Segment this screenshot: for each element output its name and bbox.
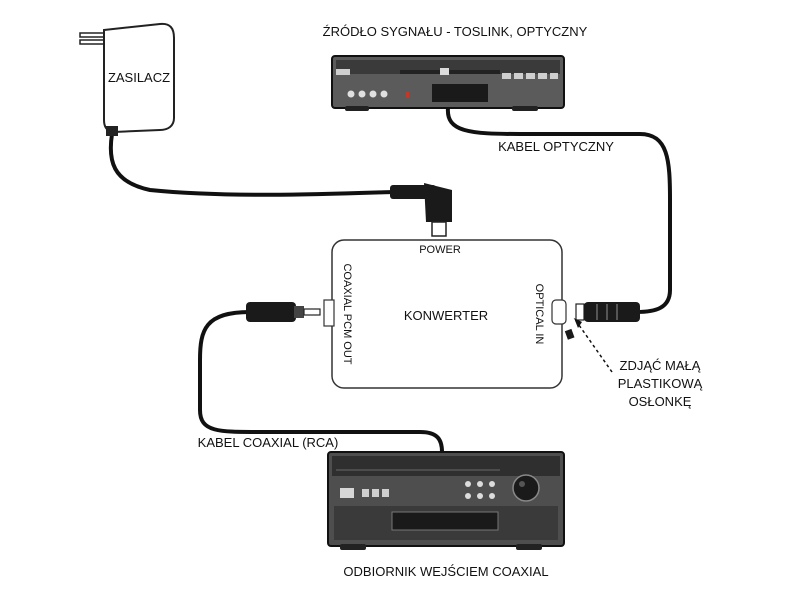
coaxial-port-label: COAXIAL PCM OUT [341,263,353,364]
power-port-label: POWER [419,244,461,256]
converter-box [323,239,567,389]
power-plug [390,183,452,237]
power-cable [108,132,394,197]
converter-label: KONWERTER [404,308,488,323]
power-supply-label: ZASILACZ [108,70,170,85]
rca-plug [246,302,321,322]
signal-source-device [331,55,565,111]
power-supply [79,22,175,136]
coaxial-cable [198,310,444,454]
cap-note-line-2: PLASTIKOWĄ [618,376,703,391]
protective-cap [564,328,575,340]
optical-port-label: OPTICAL IN [533,284,545,345]
optical-cable [445,106,672,314]
cap-note-line-3: OSŁONKĘ [629,394,692,409]
cap-note-line-1: ZDJĄĆ MAŁĄ [620,358,701,373]
coaxial-cable-label: KABEL COAXIAL (RCA) [198,435,339,450]
optical-cable-label: KABEL OPTYCZNY [498,139,614,154]
receiver-device [327,451,565,550]
receiver-label: ODBIORNIK WEJŚCIEM COAXIAL [343,564,548,579]
signal-source-label: ŹRÓDŁO SYGNAŁU - TOSLINK, OPTYCZNY [323,24,588,39]
cap-arrow [573,317,613,373]
toslink-plug [575,302,640,322]
